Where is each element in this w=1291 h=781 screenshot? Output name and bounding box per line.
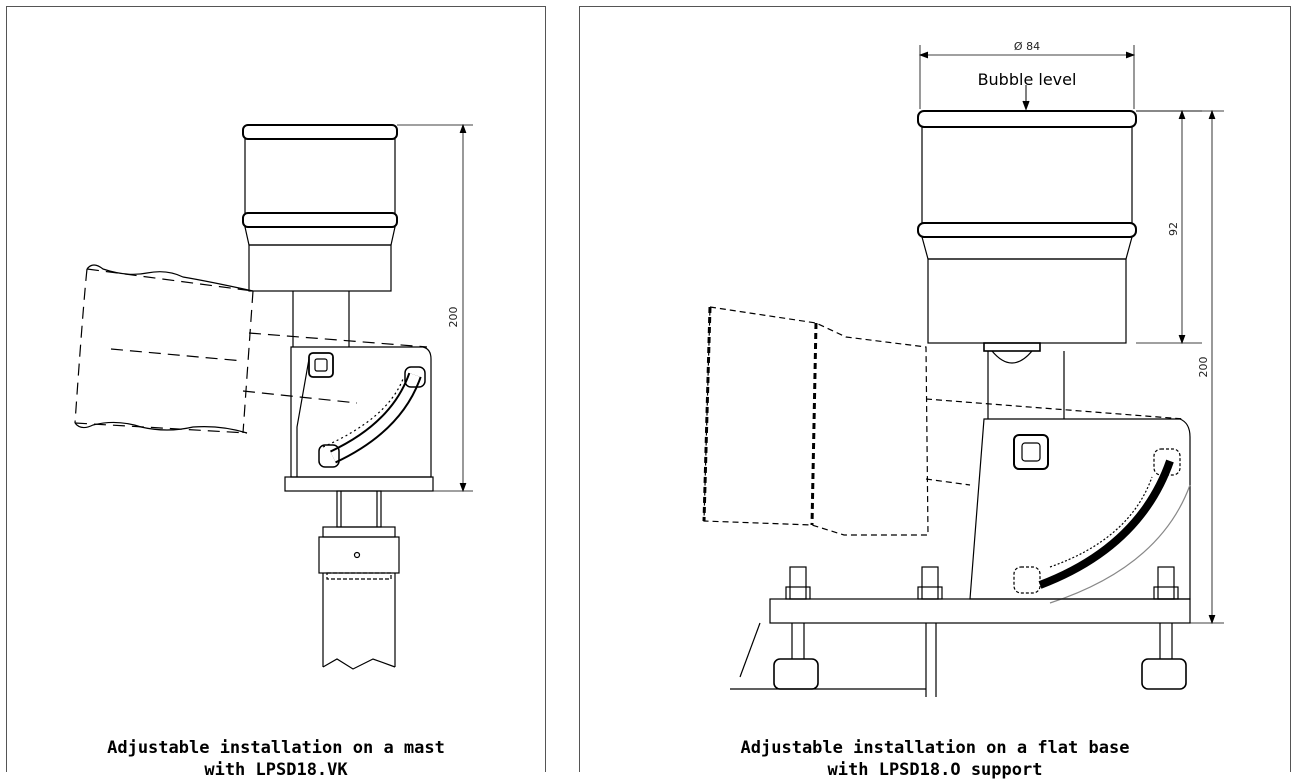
center-bolt xyxy=(917,566,943,697)
flat-base-installation-drawing: Ø 84 Bubble level 92 200 xyxy=(702,40,1224,697)
caption-line-1: Adjustable installation on a mast xyxy=(107,738,445,758)
dimension-label-diameter: Ø 84 xyxy=(1014,40,1040,53)
tilted-sensor-outline xyxy=(74,268,428,434)
tilted-sensor-outline xyxy=(702,306,1185,536)
left-figure-caption: Adjustable installation on a mast with L… xyxy=(7,737,545,781)
sensor-head xyxy=(242,124,398,292)
dimension-label-200: 200 xyxy=(447,307,460,328)
bubble-level-label: Bubble level xyxy=(978,70,1077,89)
base-plate xyxy=(769,598,1191,624)
mast-clamp xyxy=(336,490,382,528)
right-figure-caption: Adjustable installation on a flat base w… xyxy=(580,737,1290,781)
left-figure-panel: 200 Adjustable installation on a mast wi… xyxy=(6,6,546,780)
dimension-label-92: 92 xyxy=(1167,222,1180,236)
dimension-line-200 xyxy=(1136,109,1224,625)
tilt-bracket xyxy=(969,418,1191,604)
sensor-head xyxy=(917,110,1137,344)
mast-installation-drawing: 200 xyxy=(74,123,473,670)
dimension-line-200 xyxy=(397,123,473,493)
leveling-screw-left xyxy=(773,566,819,690)
dimension-label-200: 200 xyxy=(1197,357,1210,378)
leveling-screw-right xyxy=(1141,566,1187,690)
caption-line-2: with LPSD18.VK xyxy=(204,760,348,780)
dimension-line-diameter xyxy=(918,45,1136,109)
right-figure-panel: Ø 84 Bubble level 92 200 Adjustable inst… xyxy=(579,6,1291,780)
tilt-bracket xyxy=(290,346,432,478)
caption-line-1: Adjustable installation on a flat base xyxy=(740,738,1130,758)
caption-line-2: with LPSD18.O support xyxy=(827,760,1043,780)
base-block xyxy=(284,476,434,492)
